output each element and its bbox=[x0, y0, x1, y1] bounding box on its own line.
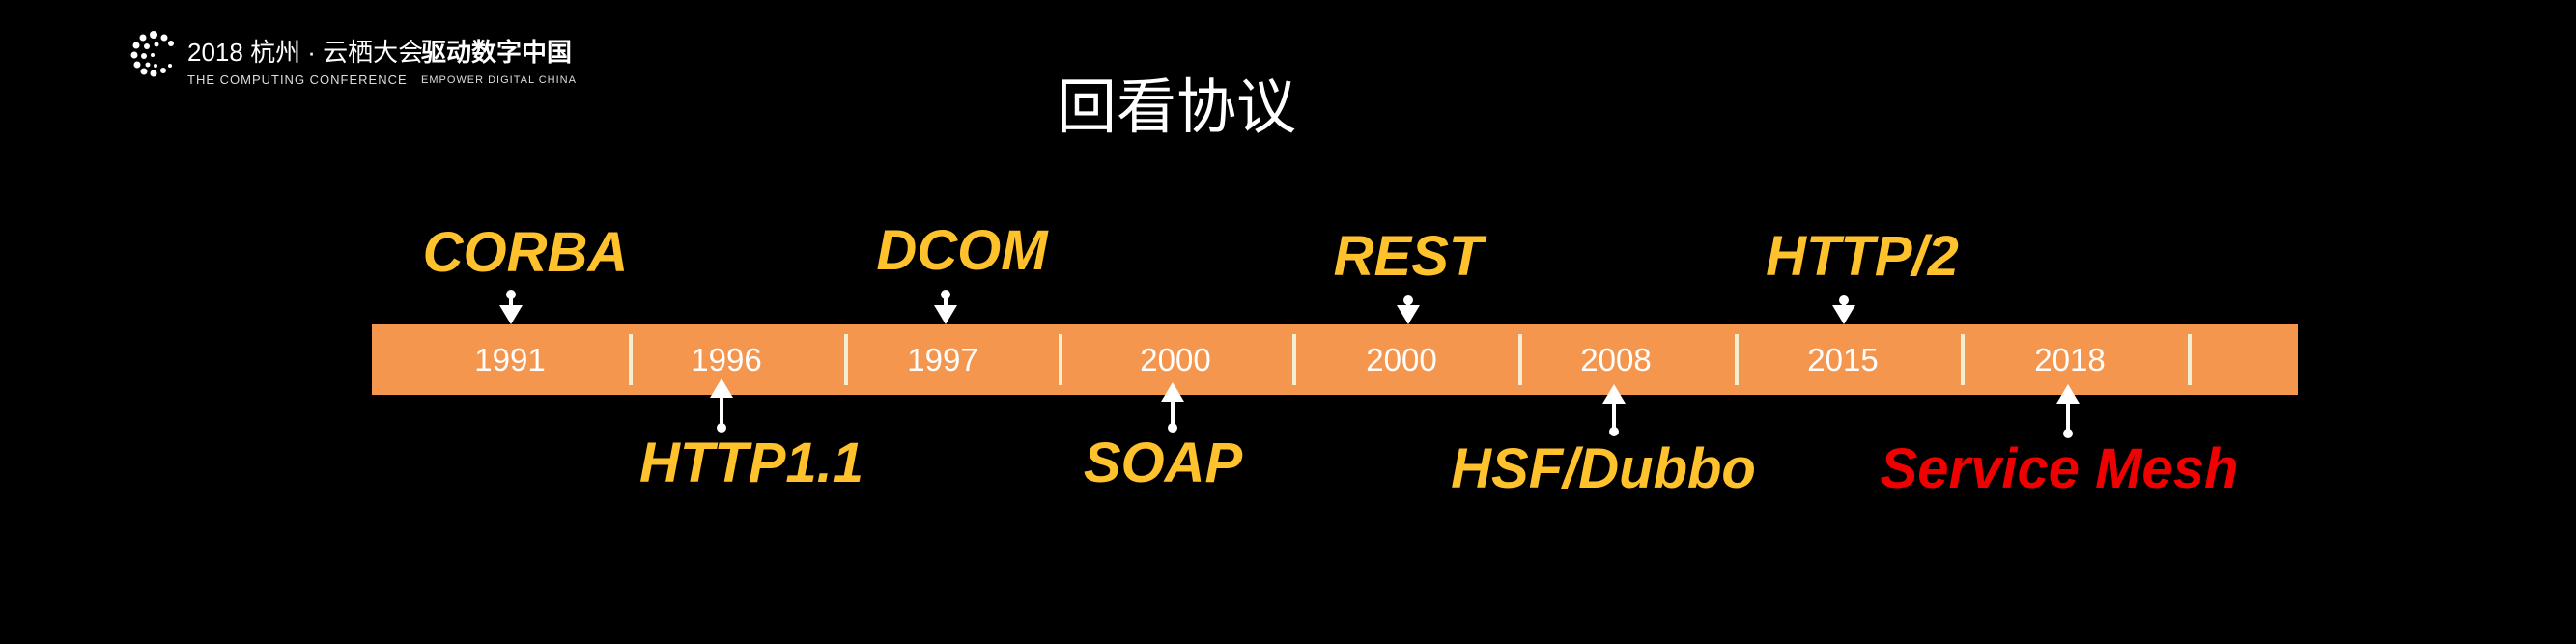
timeline-divider bbox=[629, 334, 633, 385]
protocol-label-hsf-dubbo: HSF/Dubbo bbox=[1451, 437, 1756, 500]
down-arrow-icon bbox=[1394, 295, 1423, 324]
timeline-year: 1997 bbox=[907, 342, 978, 378]
timeline-year: 2000 bbox=[1140, 342, 1211, 378]
protocol-label-soap: SOAP bbox=[1083, 432, 1243, 494]
down-arrow-icon bbox=[1829, 295, 1858, 324]
protocol-label-http11: HTTP1.1 bbox=[638, 432, 864, 494]
protocol-label-corba: CORBA bbox=[422, 221, 629, 284]
protocol-label-dcom: DCOM bbox=[876, 219, 1048, 282]
up-arrow-icon bbox=[1158, 382, 1187, 436]
timeline-year: 1991 bbox=[474, 342, 546, 378]
brand-subtitle: THE COMPUTING CONFERENCE bbox=[187, 72, 408, 87]
up-arrow-icon bbox=[707, 378, 736, 436]
timeline-divider bbox=[2188, 334, 2192, 385]
up-arrow-icon bbox=[1599, 384, 1628, 440]
timeline-divider bbox=[1518, 334, 1522, 385]
down-arrow-icon bbox=[931, 290, 960, 324]
protocol-label-rest: REST bbox=[1333, 225, 1484, 288]
timeline-year: 2018 bbox=[2034, 342, 2106, 378]
brand-title: 2018 杭州 · 云栖大会 bbox=[187, 38, 424, 67]
conference-slogan: 驱动数字中国 EMPOWER DIGITAL CHINA bbox=[421, 33, 577, 86]
timeline-year: 1996 bbox=[691, 342, 762, 378]
down-arrow-icon bbox=[496, 290, 525, 324]
timeline-divider bbox=[1059, 334, 1062, 385]
timeline-divider bbox=[1735, 334, 1739, 385]
cloud-c-logo-icon bbox=[130, 31, 174, 77]
slogan-title: 驱动数字中国 bbox=[421, 38, 573, 67]
timeline-year: 2008 bbox=[1580, 342, 1652, 378]
page-title: 回看协议 bbox=[1057, 74, 1297, 141]
protocol-label-http2: HTTP/2 bbox=[1766, 225, 1959, 288]
conference-brand: 2018 杭州 · 云栖大会 THE COMPUTING CONFERENCE bbox=[187, 33, 423, 87]
timeline-divider bbox=[1292, 334, 1296, 385]
timeline-divider bbox=[844, 334, 848, 385]
timeline-year: 2015 bbox=[1807, 342, 1879, 378]
timeline-bar: 1991 1996 1997 2000 2000 2008 2015 2018 bbox=[372, 324, 2298, 395]
up-arrow-icon bbox=[2053, 384, 2082, 442]
timeline-year: 2000 bbox=[1366, 342, 1437, 378]
protocol-label-service-mesh: Service Mesh bbox=[1880, 437, 2239, 500]
slogan-subtitle: EMPOWER DIGITAL CHINA bbox=[421, 74, 577, 86]
timeline-divider bbox=[1961, 334, 1965, 385]
